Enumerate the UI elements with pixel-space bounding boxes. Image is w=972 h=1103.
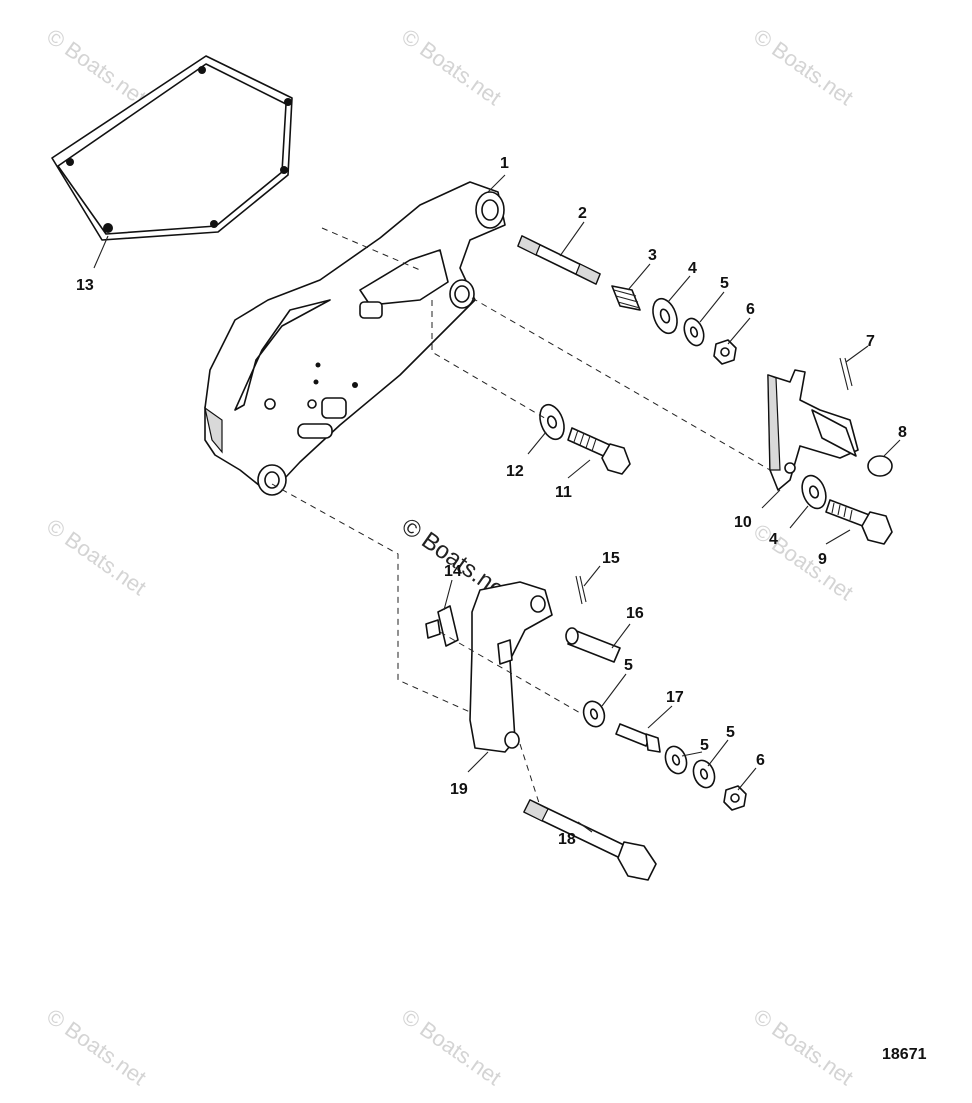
- cover-plate-part: [51, 55, 293, 241]
- callout-11: 11: [555, 484, 572, 501]
- washer-part-b: [683, 317, 705, 347]
- shift-lever-part: [767, 369, 859, 491]
- alignment-lines: [271, 227, 771, 807]
- leader-lines: [93, 174, 901, 833]
- drawing-number: 18671: [882, 1046, 927, 1063]
- screw-part: [615, 723, 661, 753]
- washer-part-a: [652, 297, 678, 335]
- watermark: © Boats.net: [749, 1004, 858, 1091]
- washer-part-f: [664, 745, 688, 775]
- watermark: © Boats.net: [42, 514, 151, 601]
- callout-8: 8: [898, 424, 907, 441]
- watermark: © Boats.net: [42, 1004, 151, 1091]
- nut-part-a: [713, 339, 737, 365]
- callout-17: 17: [666, 689, 684, 706]
- callout-5-third: 5: [700, 737, 709, 754]
- clip-part: [425, 605, 459, 647]
- callout-14: 14: [444, 563, 462, 580]
- watermark: © Boats.net: [397, 24, 506, 111]
- washer-part-e: [582, 700, 606, 728]
- watermark: © Boats.net: [42, 24, 151, 111]
- watermark: © Boats.net: [749, 519, 858, 606]
- callout-10: 10: [734, 514, 752, 531]
- clevis-pin-part: [565, 627, 621, 663]
- callout-4-second: 4: [769, 531, 778, 548]
- callout-19: 19: [450, 781, 468, 798]
- callout-9: 9: [818, 551, 827, 568]
- callout-2: 2: [578, 205, 587, 222]
- callout-5-second: 5: [624, 657, 633, 674]
- bolt-part-b: [567, 427, 631, 475]
- main-bracket-part: [204, 181, 506, 496]
- callout-3: 3: [648, 247, 657, 264]
- callout-15: 15: [602, 550, 620, 567]
- watermark: © Boats.net: [749, 24, 858, 111]
- link-part: [469, 581, 553, 753]
- callout-18: 18: [558, 831, 576, 848]
- watermark: © Boats.net: [397, 1004, 506, 1091]
- shoulder-bolt-part: [523, 799, 657, 881]
- callout-5: 5: [720, 275, 729, 292]
- callout-16: 16: [626, 605, 644, 622]
- bolt-part-a: [825, 499, 893, 545]
- callout-13: 13: [76, 277, 94, 294]
- callout-labels: 1 2 3 4 5 6 7 8 9 10 4 11 12 13 14 15 16…: [76, 155, 907, 848]
- callout-12: 12: [506, 463, 524, 480]
- callout-1: 1: [500, 155, 509, 172]
- callout-7: 7: [866, 333, 875, 350]
- pin-part: [575, 575, 587, 605]
- washer-part-c: [801, 474, 827, 510]
- callout-4: 4: [688, 260, 697, 277]
- washer-part-d: [539, 403, 565, 441]
- callout-6: 6: [746, 301, 755, 318]
- callout-6-second: 6: [756, 752, 765, 769]
- nut-part-b: [723, 785, 747, 811]
- washer-part-g: [692, 759, 716, 789]
- spring-part: [611, 285, 641, 311]
- cap-part: [867, 455, 893, 477]
- cotter-pin-part: [839, 357, 853, 391]
- stud-part: [517, 235, 601, 285]
- callout-5-fourth: 5: [726, 724, 735, 741]
